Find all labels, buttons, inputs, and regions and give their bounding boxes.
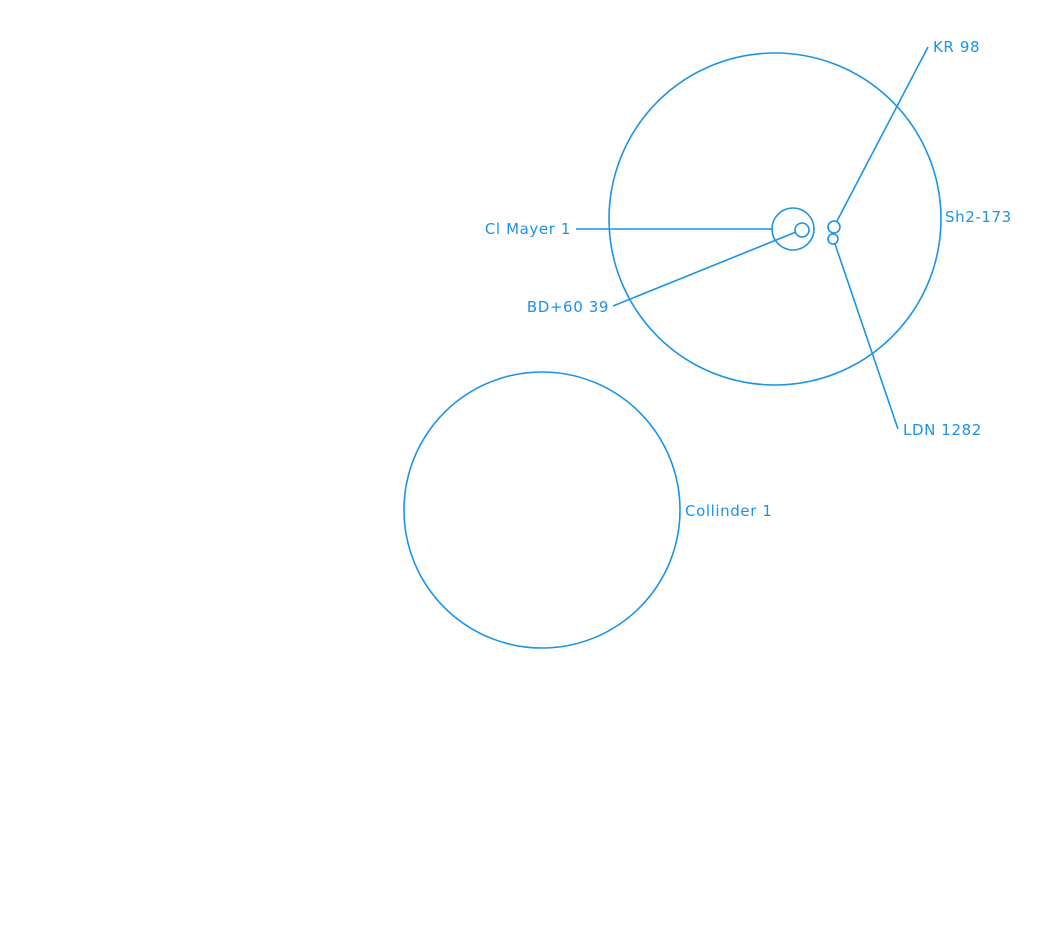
- sh2-173-label: Sh2-173: [945, 208, 1012, 226]
- object-bd-60-39[interactable]: BD+60 39: [527, 222, 810, 316]
- object-cl-mayer-1[interactable]: Cl Mayer 1: [485, 207, 815, 251]
- ldn-1282-marker: [827, 233, 839, 245]
- bd-60-39-label: BD+60 39: [527, 298, 609, 316]
- sh2-173-outline: [608, 52, 942, 386]
- object-sh2-173[interactable]: Sh2-173: [608, 52, 1012, 386]
- bd-60-39-leader: [612, 231, 797, 307]
- collinder-1-outline: [403, 371, 681, 649]
- object-kr-98[interactable]: KR 98: [827, 38, 980, 234]
- cl-mayer-1-outline: [771, 207, 815, 251]
- object-collinder-1[interactable]: Collinder 1: [403, 371, 773, 649]
- kr-98-marker: [827, 220, 841, 234]
- object-ldn-1282[interactable]: LDN 1282: [827, 233, 982, 439]
- ldn-1282-leader: [834, 243, 899, 430]
- kr-98-label: KR 98: [933, 38, 980, 56]
- kr-98-leader: [836, 46, 929, 222]
- collinder-1-label: Collinder 1: [685, 502, 773, 520]
- bd-60-39-marker: [794, 222, 810, 238]
- ldn-1282-label: LDN 1282: [903, 421, 982, 439]
- cl-mayer-1-label: Cl Mayer 1: [485, 220, 571, 238]
